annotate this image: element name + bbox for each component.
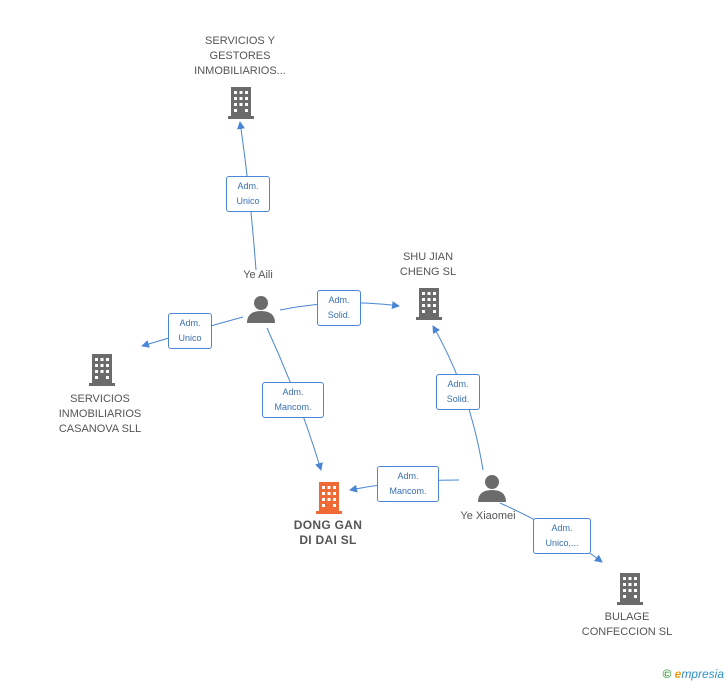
edge-label-line: Adm.	[237, 181, 259, 191]
person-icon[interactable]	[246, 294, 276, 324]
label-line: CASANOVA SLL	[58, 423, 142, 435]
edge-label-line: Unico	[178, 333, 202, 343]
edge-label-line: Solid.	[327, 310, 351, 320]
edge-label-line: Adm.	[179, 318, 201, 328]
brand-name: mpresia	[681, 667, 724, 681]
label-line: GESTORES	[209, 50, 271, 62]
edge-label-line: Unico,...	[545, 538, 579, 548]
edge-label-line: Solid.	[446, 394, 470, 404]
label-line: Ye Xiaomei	[460, 510, 516, 522]
label-line: DONG GAN	[293, 518, 363, 532]
edge-label-line: Adm.	[282, 387, 304, 397]
person-label-ye-xiaomei[interactable]: Ye Xiaomei	[446, 509, 530, 524]
empresia-watermark[interactable]: © empresia	[662, 667, 724, 681]
person-icon[interactable]	[477, 473, 507, 503]
person-label-ye-aili[interactable]: Ye Aili	[216, 268, 300, 283]
company-label-bulage[interactable]: BULAGE CONFECCION SL	[572, 610, 682, 640]
edge-label-line: Unico	[236, 196, 260, 206]
building-icon-focus[interactable]	[313, 480, 345, 514]
edge-label-xiaomei-shujian[interactable]: Adm. Solid.	[436, 374, 480, 410]
building-icon[interactable]	[86, 352, 118, 386]
edge-label-xiaomei-bulage[interactable]: Adm. Unico,...	[533, 518, 591, 554]
label-line: SHU JIAN	[402, 251, 454, 263]
edge-label-line: Mancom.	[389, 486, 427, 496]
company-label-dong-gan[interactable]: DONG GAN DI DAI SL	[276, 518, 380, 548]
edge-label-line: Adm.	[551, 523, 573, 533]
edge-label-line: Adm.	[447, 379, 469, 389]
company-label-shu-jian[interactable]: SHU JIAN CHENG SL	[386, 250, 470, 280]
label-line: INMOBILIARIOS...	[194, 65, 286, 77]
label-line: DI DAI SL	[299, 533, 357, 547]
edge-label-aili-casanova[interactable]: Adm. Unico	[168, 313, 212, 349]
building-icon[interactable]	[225, 85, 257, 119]
edge-label-aili-donggan[interactable]: Adm. Mancom.	[262, 382, 324, 418]
label-line: CHENG SL	[399, 266, 457, 278]
building-icon[interactable]	[614, 571, 646, 605]
label-line: INMOBILIARIOS	[58, 408, 142, 420]
edge-label-xiaomei-donggan[interactable]: Adm. Mancom.	[377, 466, 439, 502]
label-line: SERVICIOS	[70, 393, 130, 405]
edge-label-line: Mancom.	[274, 402, 312, 412]
label-line: SERVICIOS Y	[205, 35, 275, 47]
company-label-servicios-casanova[interactable]: SERVICIOS INMOBILIARIOS CASANOVA SLL	[40, 392, 160, 437]
brand-initial: e	[674, 667, 682, 681]
label-line: CONFECCION SL	[581, 626, 673, 638]
edge-label-line: Adm.	[397, 471, 419, 481]
label-line: Ye Aili	[243, 269, 273, 281]
copyright-icon: ©	[662, 667, 672, 681]
label-line: BULAGE	[604, 611, 650, 623]
edge-label-aili-shujian[interactable]: Adm. Solid.	[317, 290, 361, 326]
edge-label-line: Adm.	[328, 295, 350, 305]
building-icon[interactable]	[413, 286, 445, 320]
company-label-servicios-gestores[interactable]: SERVICIOS Y GESTORES INMOBILIARIOS...	[180, 34, 300, 79]
edge-label-aili-gestores[interactable]: Adm. Unico	[226, 176, 270, 212]
